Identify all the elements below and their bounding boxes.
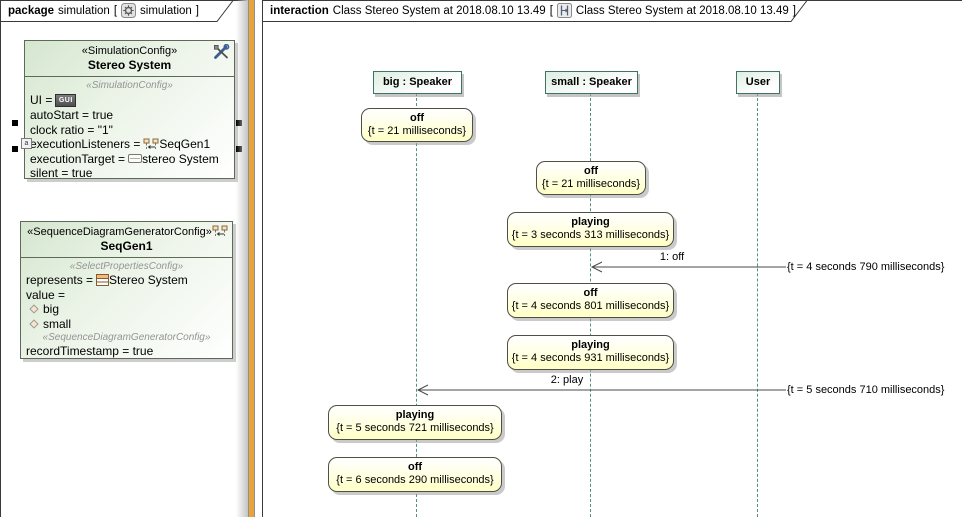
seqgen-config-title: SeqGen1 <box>100 239 153 253</box>
interaction-tab[interactable]: interaction Class Stereo System at 2018.… <box>270 0 796 21</box>
sequence-diagram-icon <box>556 3 572 18</box>
tab-bracket-open: [ <box>113 4 118 17</box>
tab-kind-label: interaction <box>270 4 329 17</box>
property-clock-ratio[interactable]: clock ratio = "1" <box>30 122 113 137</box>
gui-icon: GUI <box>55 93 77 107</box>
class-icon <box>96 274 110 287</box>
state-big-playing[interactable]: playing {t = 5 seconds 721 milliseconds} <box>328 405 502 440</box>
message-2-arrow[interactable] <box>414 383 788 397</box>
state-small-playing-1[interactable]: playing {t = 3 seconds 313 milliseconds} <box>507 212 674 247</box>
target-block-icon <box>128 154 143 164</box>
lifeline-head-small-speaker[interactable]: small : Speaker <box>545 71 638 94</box>
tab-context-label: simulation <box>58 4 110 17</box>
selection-handle[interactable] <box>12 146 18 152</box>
state-small-off-2[interactable]: off {t = 4 seconds 801 milliseconds} <box>507 283 674 318</box>
tab-context-label: Class Stereo System at 2018.08.10 13.49 <box>332 4 546 17</box>
anchor-a-icon: a <box>21 138 32 149</box>
state-big-off-1[interactable]: off {t = 21 milliseconds} <box>361 108 473 142</box>
property-ui[interactable]: UI = GUI <box>30 92 229 108</box>
tools-wrench-icon <box>213 43 230 65</box>
tab-bracket-open: [ <box>549 4 553 17</box>
property-represents[interactable]: represents = Stereo System <box>26 273 188 287</box>
simulation-config-body: «SimulationConfig» UI = GUI autoStart = … <box>25 77 234 181</box>
lifeline-user[interactable] <box>757 93 758 517</box>
sequence-generator-icon <box>143 138 159 151</box>
selection-handle[interactable] <box>12 120 18 126</box>
splitter-handle[interactable] <box>249 0 254 517</box>
property-value[interactable]: value = <box>26 287 66 302</box>
simulation-config-title: Stereo System <box>87 58 172 72</box>
property-record-timestamp[interactable]: recordTimestamp = true <box>26 344 154 358</box>
value-option-small[interactable]: small <box>26 317 227 332</box>
seqgen-config-stereotype: «SequenceDiagramGeneratorConfig» <box>27 226 212 238</box>
tab-kind-label: package <box>8 4 55 17</box>
splitter-edge <box>254 0 255 517</box>
tab-bracket-close: ] <box>195 4 199 17</box>
state-big-off-2[interactable]: off {t = 6 seconds 290 milliseconds} <box>328 457 502 492</box>
simulation-config-box[interactable]: «SimulationConfig» Stereo System «Simula… <box>24 40 235 181</box>
simulation-config-header: «SimulationConfig» Stereo System <box>25 41 234 77</box>
simulation-config-stereotype: «SimulationConfig» <box>81 45 178 57</box>
state-small-playing-2[interactable]: playing {t = 4 seconds 931 milliseconds} <box>507 335 674 370</box>
state-small-off-1[interactable]: off {t = 21 milliseconds} <box>536 161 646 195</box>
tab-diagram-name: Class Stereo System at 2018.08.10 13.49 <box>575 4 789 17</box>
message-2-time[interactable]: {t = 5 seconds 710 milliseconds} <box>787 384 945 396</box>
left-frame-left-border <box>0 0 1 517</box>
lifeline-head-user[interactable]: User <box>736 71 780 94</box>
right-frame-left-border <box>262 0 263 517</box>
pane-edge-shadow <box>236 0 248 517</box>
package-tab-shape <box>0 0 235 22</box>
seqgen-config-body: «SelectPropertiesConfig» represents = St… <box>21 258 232 359</box>
message-1-label: 1: off <box>659 251 685 263</box>
package-tab[interactable]: package simulation [ simulation ] <box>8 0 199 21</box>
property-autostart[interactable]: autoStart = true <box>30 108 114 122</box>
seqgen-config-header: «SequenceDiagramGeneratorConfig» SeqGen1 <box>21 222 232 258</box>
lifeline-big-speaker[interactable] <box>416 93 417 517</box>
generator-stereotype: «SequenceDiagramGeneratorConfig» <box>42 332 211 343</box>
sequence-generator-icon <box>212 225 228 243</box>
package-diagram-icon <box>121 3 137 18</box>
diamond-icon <box>28 318 40 330</box>
diamond-icon <box>28 303 40 315</box>
message-1-time[interactable]: {t = 4 seconds 790 milliseconds} <box>787 261 945 273</box>
interaction-tab-shape <box>262 0 809 22</box>
property-execution-listeners[interactable]: executionListeners = SeqGen1 <box>30 137 211 151</box>
lifeline-head-big-speaker[interactable]: big : Speaker <box>373 71 462 94</box>
splitter-edge <box>248 0 249 517</box>
tab-diagram-name: simulation <box>140 4 192 17</box>
select-properties-stereotype: «SelectPropertiesConfig» <box>69 261 184 272</box>
value-option-big[interactable]: big <box>26 302 227 317</box>
property-execution-target[interactable]: executionTarget = stereo System <box>30 151 219 166</box>
tab-bracket-close: ] <box>792 4 796 17</box>
message-1-arrow[interactable] <box>588 260 788 274</box>
message-2-label: 2: play <box>550 374 584 386</box>
body-stereotype: «SimulationConfig» <box>86 80 173 91</box>
property-silent[interactable]: silent = true <box>30 166 93 180</box>
seqgen-config-box[interactable]: «SequenceDiagramGeneratorConfig» SeqGen1… <box>20 221 233 359</box>
